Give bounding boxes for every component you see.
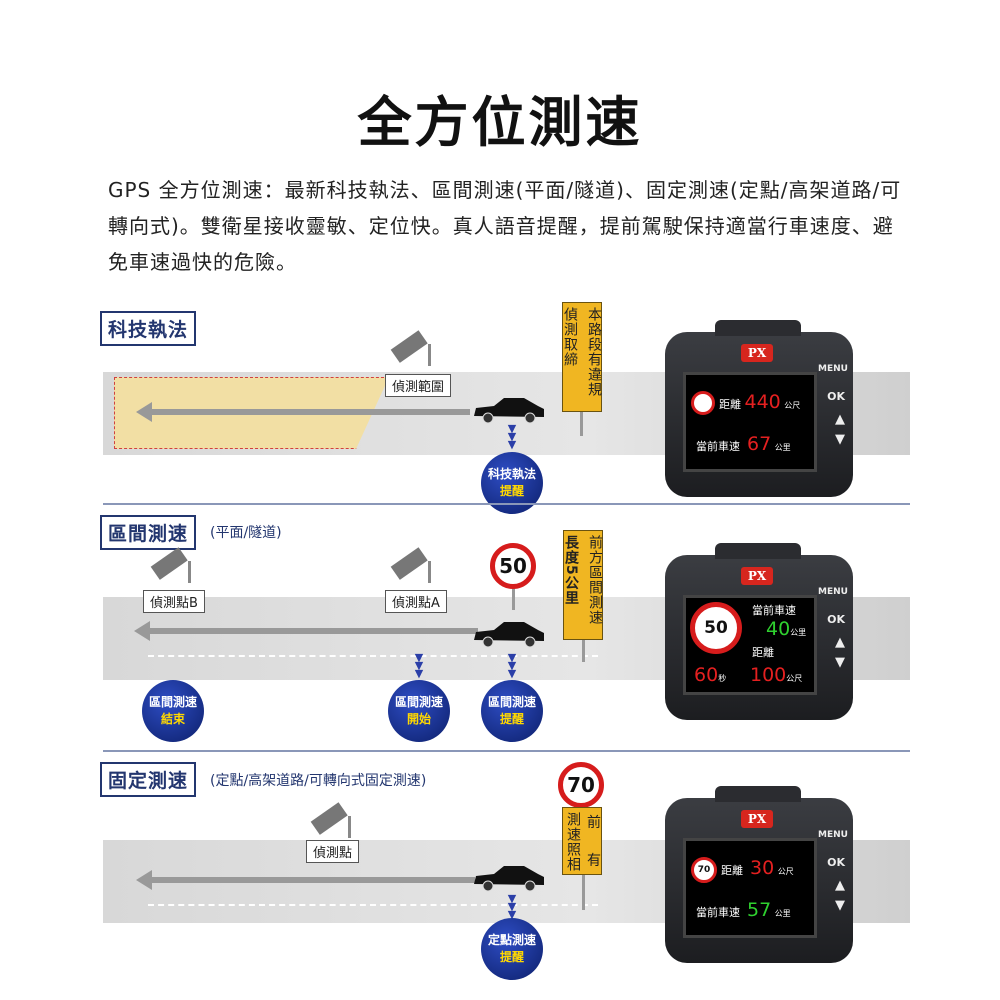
camera-alert-icon [691, 391, 715, 415]
car-icon [474, 866, 544, 892]
up-button[interactable]: ▲ [835, 878, 845, 893]
badge-section-end: 區間測速結束 [142, 680, 204, 742]
car-icon [474, 398, 544, 424]
road-sign-section: 前方區間測速長度5公里 [563, 530, 603, 640]
camera-icon [390, 547, 431, 583]
menu-button[interactable]: MENU [818, 830, 848, 840]
page-title: 全方位測速 [357, 91, 643, 154]
brand-logo: PX [741, 567, 773, 585]
detection-point-tag: 偵測點 [306, 840, 360, 863]
sign-pole [580, 410, 583, 436]
up-button[interactable]: ▲ [835, 412, 845, 427]
ok-button[interactable]: OK [827, 856, 845, 869]
ok-button[interactable]: OK [827, 613, 845, 626]
device-screen: 距離 440 公尺 當前車速 67 公里 [683, 372, 817, 472]
device-section-speed: PX MENU OK ▲ ▼ 50 當前車速 40公里 距離 60秒 100公尺 [665, 543, 853, 720]
sign-pole [512, 580, 515, 610]
section-sub: (平面/隧道) [210, 525, 282, 541]
chevron-down-icon: ▼▼▼ [414, 651, 424, 680]
detection-range-tag: 偵測範圍 [385, 374, 452, 397]
section-sub: (定點/高架道路/可轉向式固定測速) [210, 773, 427, 789]
camera-icon [310, 802, 351, 838]
down-button[interactable]: ▼ [835, 655, 845, 670]
section-label-section-speed: 區間測速 [100, 515, 197, 550]
menu-button[interactable]: MENU [818, 587, 848, 597]
sign-pole [582, 640, 585, 662]
divider [103, 750, 910, 752]
menu-button[interactable]: MENU [818, 364, 848, 374]
chevron-down-icon: ▼▼▼ [507, 892, 517, 921]
section-label-tech-enforcement: 科技執法 [100, 311, 197, 346]
car-icon [474, 622, 544, 648]
speed-limit-sign: 50 [490, 543, 536, 589]
limit-icon: 50 [690, 602, 742, 654]
badge-section-alert: 區間測速提醒 [481, 680, 543, 742]
section-label-fixed-speed: 固定測速 [100, 762, 197, 797]
brand-logo: PX [741, 344, 773, 362]
badge-fixed-alert: 定點測速提醒 [481, 918, 543, 980]
direction-arrow [134, 621, 478, 641]
camera-icon [150, 547, 191, 583]
direction-arrow [136, 402, 470, 422]
up-button[interactable]: ▲ [835, 635, 845, 650]
lane-dash [148, 655, 598, 657]
chevron-down-icon: ▼▼▼ [507, 422, 517, 451]
down-button[interactable]: ▼ [835, 432, 845, 447]
road-sign-enforcement: 本路段有違規偵測取締 [562, 302, 602, 412]
ok-button[interactable]: OK [827, 390, 845, 403]
detection-point-a: 偵測點A [385, 590, 447, 613]
description: GPS 全方位測速：最新科技執法、區間測速(平面/隧道)、固定測速(定點/高架道… [108, 178, 902, 274]
lane-dash [148, 904, 598, 906]
device-tech-enforcement: PX MENU OK ▲ ▼ 距離 440 公尺 當前車速 67 公里 [665, 320, 853, 497]
road-sign-fixed: 前有 測速照相 [562, 807, 602, 875]
speed-limit-sign: 70 [558, 762, 604, 808]
badge-section-start: 區間測速開始 [388, 680, 450, 742]
brand-logo: PX [741, 810, 773, 828]
down-button[interactable]: ▼ [835, 898, 845, 913]
camera-icon [390, 330, 431, 366]
device-fixed-speed: PX MENU OK ▲ ▼ 70 距離 30 公尺 當前車速 57 公里 [665, 786, 853, 963]
direction-arrow [136, 870, 475, 890]
limit-icon: 70 [691, 857, 717, 883]
divider [103, 503, 910, 505]
sign-pole [582, 874, 585, 910]
detection-point-b: 偵測點B [143, 590, 205, 613]
device-screen: 50 當前車速 40公里 距離 60秒 100公尺 [683, 595, 817, 695]
device-screen: 70 距離 30 公尺 當前車速 57 公里 [683, 838, 817, 938]
chevron-down-icon: ▼▼▼ [507, 651, 517, 680]
